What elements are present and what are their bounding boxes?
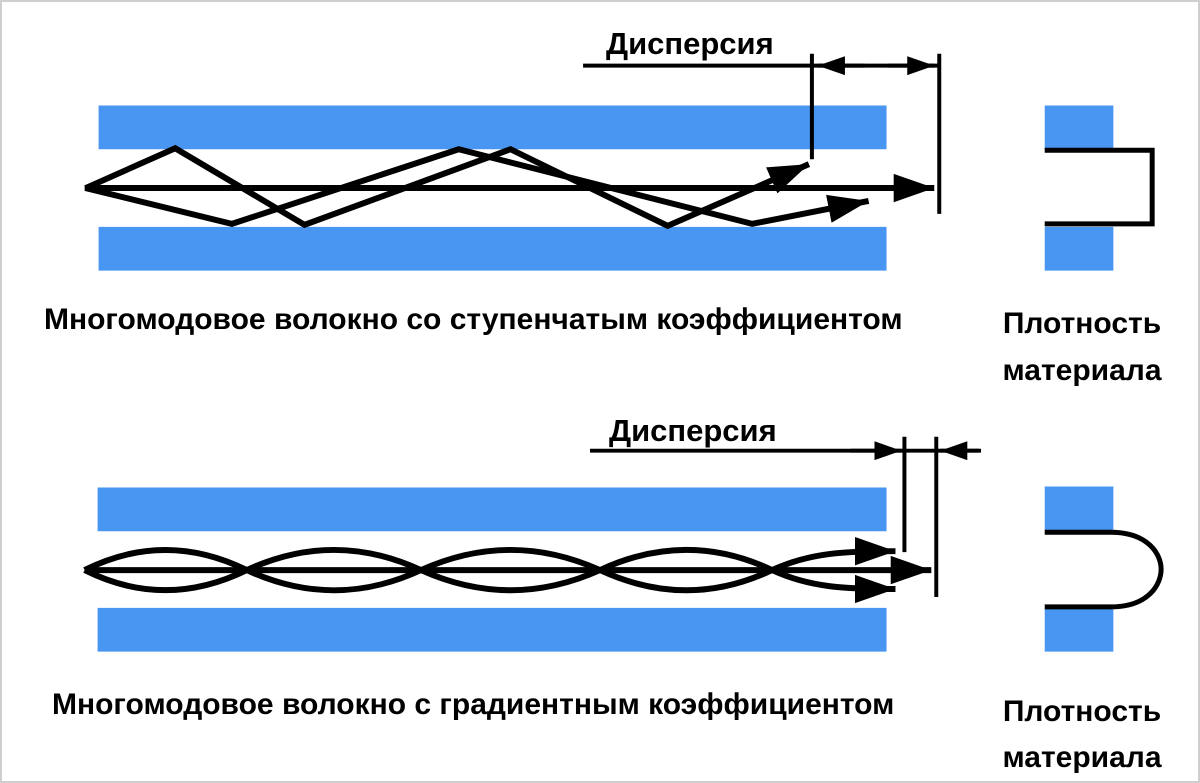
step-fiber-zigzag-ray-shallow	[84, 146, 870, 227]
step-fiber-zigzag-ray-steep	[84, 144, 811, 230]
step-density-label-line1: Плотность	[1002, 307, 1162, 340]
graded-density-label: Плотность материала	[982, 689, 1182, 781]
step-profile-cladding-lower-square	[1044, 226, 1114, 271]
graded-fiber-cladding-lower	[97, 607, 887, 652]
graded-dispersion-label: Дисперсия	[609, 413, 777, 448]
graded-density-label-line2: материала	[1002, 741, 1162, 774]
step-dispersion-label: Дисперсия	[606, 26, 774, 61]
graded-fiber-cladding-upper	[97, 487, 887, 532]
graded-profile-cladding-lower-square	[1044, 608, 1114, 652]
graded-profile-cladding-upper-square	[1044, 486, 1114, 531]
graded-fiber-wave-ray-lower	[83, 546, 896, 604]
graded-fiber-caption: Многомодовое волокно с градиентным коэфф…	[52, 688, 895, 721]
step-index-fiber-group	[98, 105, 1114, 271]
graded-index-fiber-group	[97, 486, 1114, 652]
step-fiber-cladding-upper	[98, 105, 887, 150]
step-fiber-caption: Многомодовое волокно со ступенчатым коэф…	[44, 303, 903, 336]
step-index-density-profile	[1044, 147, 1155, 227]
graded-density-label-line1: Плотность	[1002, 695, 1162, 728]
step-density-label-line2: материала	[1002, 354, 1162, 387]
step-fiber-cladding-lower	[98, 226, 887, 271]
step-profile-cladding-upper-square	[1044, 105, 1114, 150]
graded-index-density-profile	[1044, 529, 1164, 610]
step-density-label: Плотность материала	[982, 300, 1182, 394]
